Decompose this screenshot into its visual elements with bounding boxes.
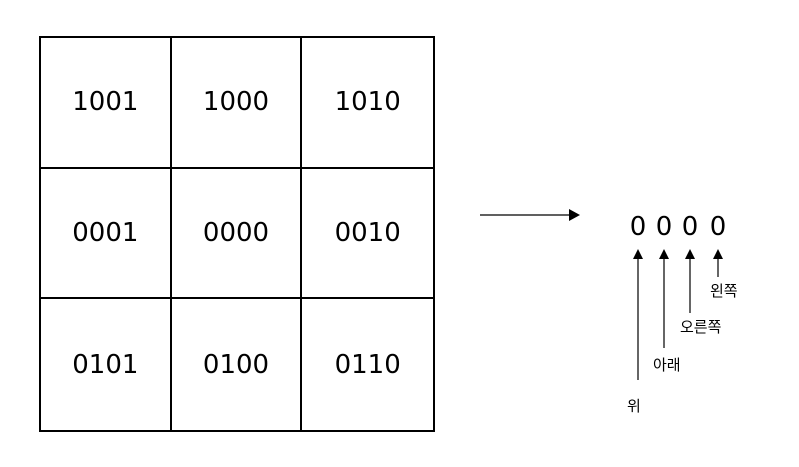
label-up: 위 xyxy=(627,397,641,415)
bit-up: 0 xyxy=(629,212,647,242)
bit-down: 0 xyxy=(655,212,673,242)
label-left: 왼쪽 xyxy=(710,282,738,300)
up-arrow-head xyxy=(633,249,643,259)
right-arrow-head xyxy=(685,249,695,259)
left-arrow-head xyxy=(713,249,723,259)
label-down: 아래 xyxy=(653,356,681,374)
label-right: 오른쪽 xyxy=(680,318,722,336)
main-arrow-head xyxy=(569,209,580,221)
grid-cell-middle-right: 0010 xyxy=(302,169,433,300)
grid-cell-top-left: 1001 xyxy=(41,38,172,169)
down-arrow-head xyxy=(659,249,669,259)
grid-cell-center: 0000 xyxy=(171,168,303,300)
bit-right: 0 xyxy=(681,212,699,242)
grid-cell-middle-left: 0001 xyxy=(41,168,172,300)
grid-cell-bottom-left: 0101 xyxy=(41,299,172,430)
grid-cell-top-center: 1000 xyxy=(171,38,303,169)
bit-left: 0 xyxy=(709,212,727,242)
grid-cell-bottom-center: 0100 xyxy=(172,299,303,430)
region-code-grid: 1001 1000 1010 0001 0000 0010 0101 0100 … xyxy=(39,36,435,432)
grid-cell-bottom-right: 0110 xyxy=(334,349,401,380)
grid-cell-top-right: 1010 xyxy=(302,38,433,169)
